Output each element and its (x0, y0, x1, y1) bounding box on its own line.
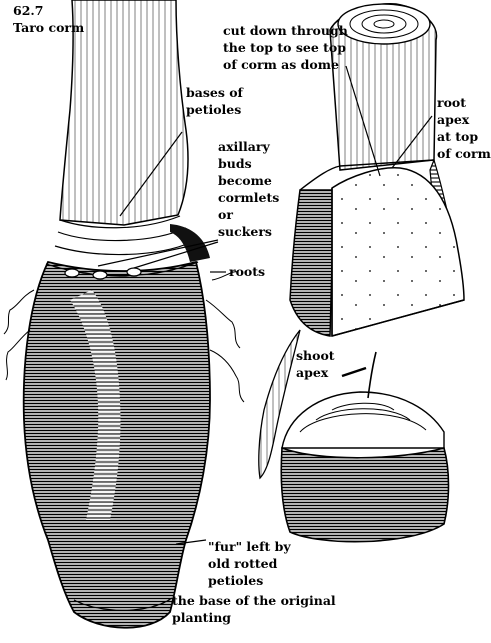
label-root-apex: root apex at top of corm (437, 94, 491, 162)
axillary-bud (93, 271, 107, 279)
label-base-original-planting: the base of the original planting (172, 592, 336, 626)
label-cut-down: cut down through the top to see top of c… (223, 22, 348, 73)
cut-face-dome (332, 168, 464, 336)
shoot-apex-view (259, 330, 449, 542)
root (210, 350, 244, 402)
label-axillary-buds: axillary buds become cormlets or suckers (218, 138, 279, 240)
root (206, 300, 240, 348)
label-bases-of-petioles: bases of petioles (186, 84, 243, 118)
label-fur: "fur" left by old rotted petioles (208, 538, 291, 589)
axillary-bud (65, 269, 79, 277)
axillary-bud (127, 268, 141, 276)
label-roots: roots (229, 263, 265, 280)
label-shoot-apex: shoot apex (296, 347, 335, 381)
figure-title: Taro corm (13, 19, 84, 36)
figure-number: 62.7 Taro corm (13, 2, 84, 36)
